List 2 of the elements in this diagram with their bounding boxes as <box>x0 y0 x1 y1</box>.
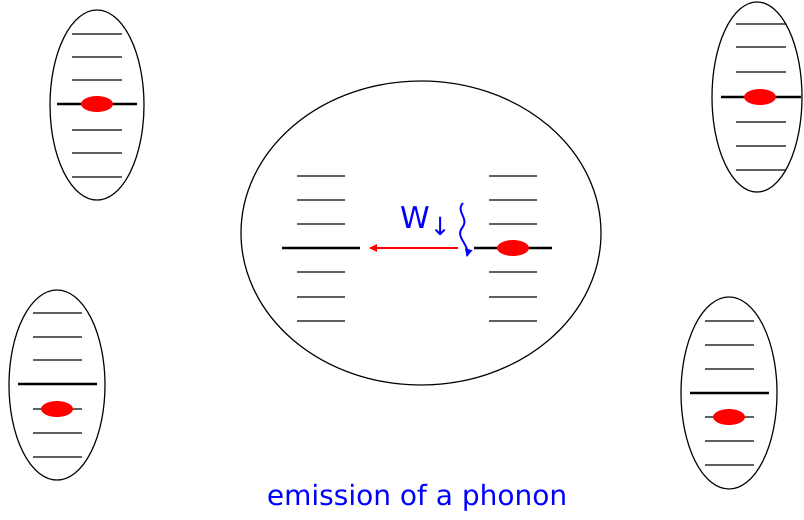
rate-symbol: W$_{↓}$ <box>400 204 451 239</box>
caption: emission of a phonon <box>266 482 568 510</box>
